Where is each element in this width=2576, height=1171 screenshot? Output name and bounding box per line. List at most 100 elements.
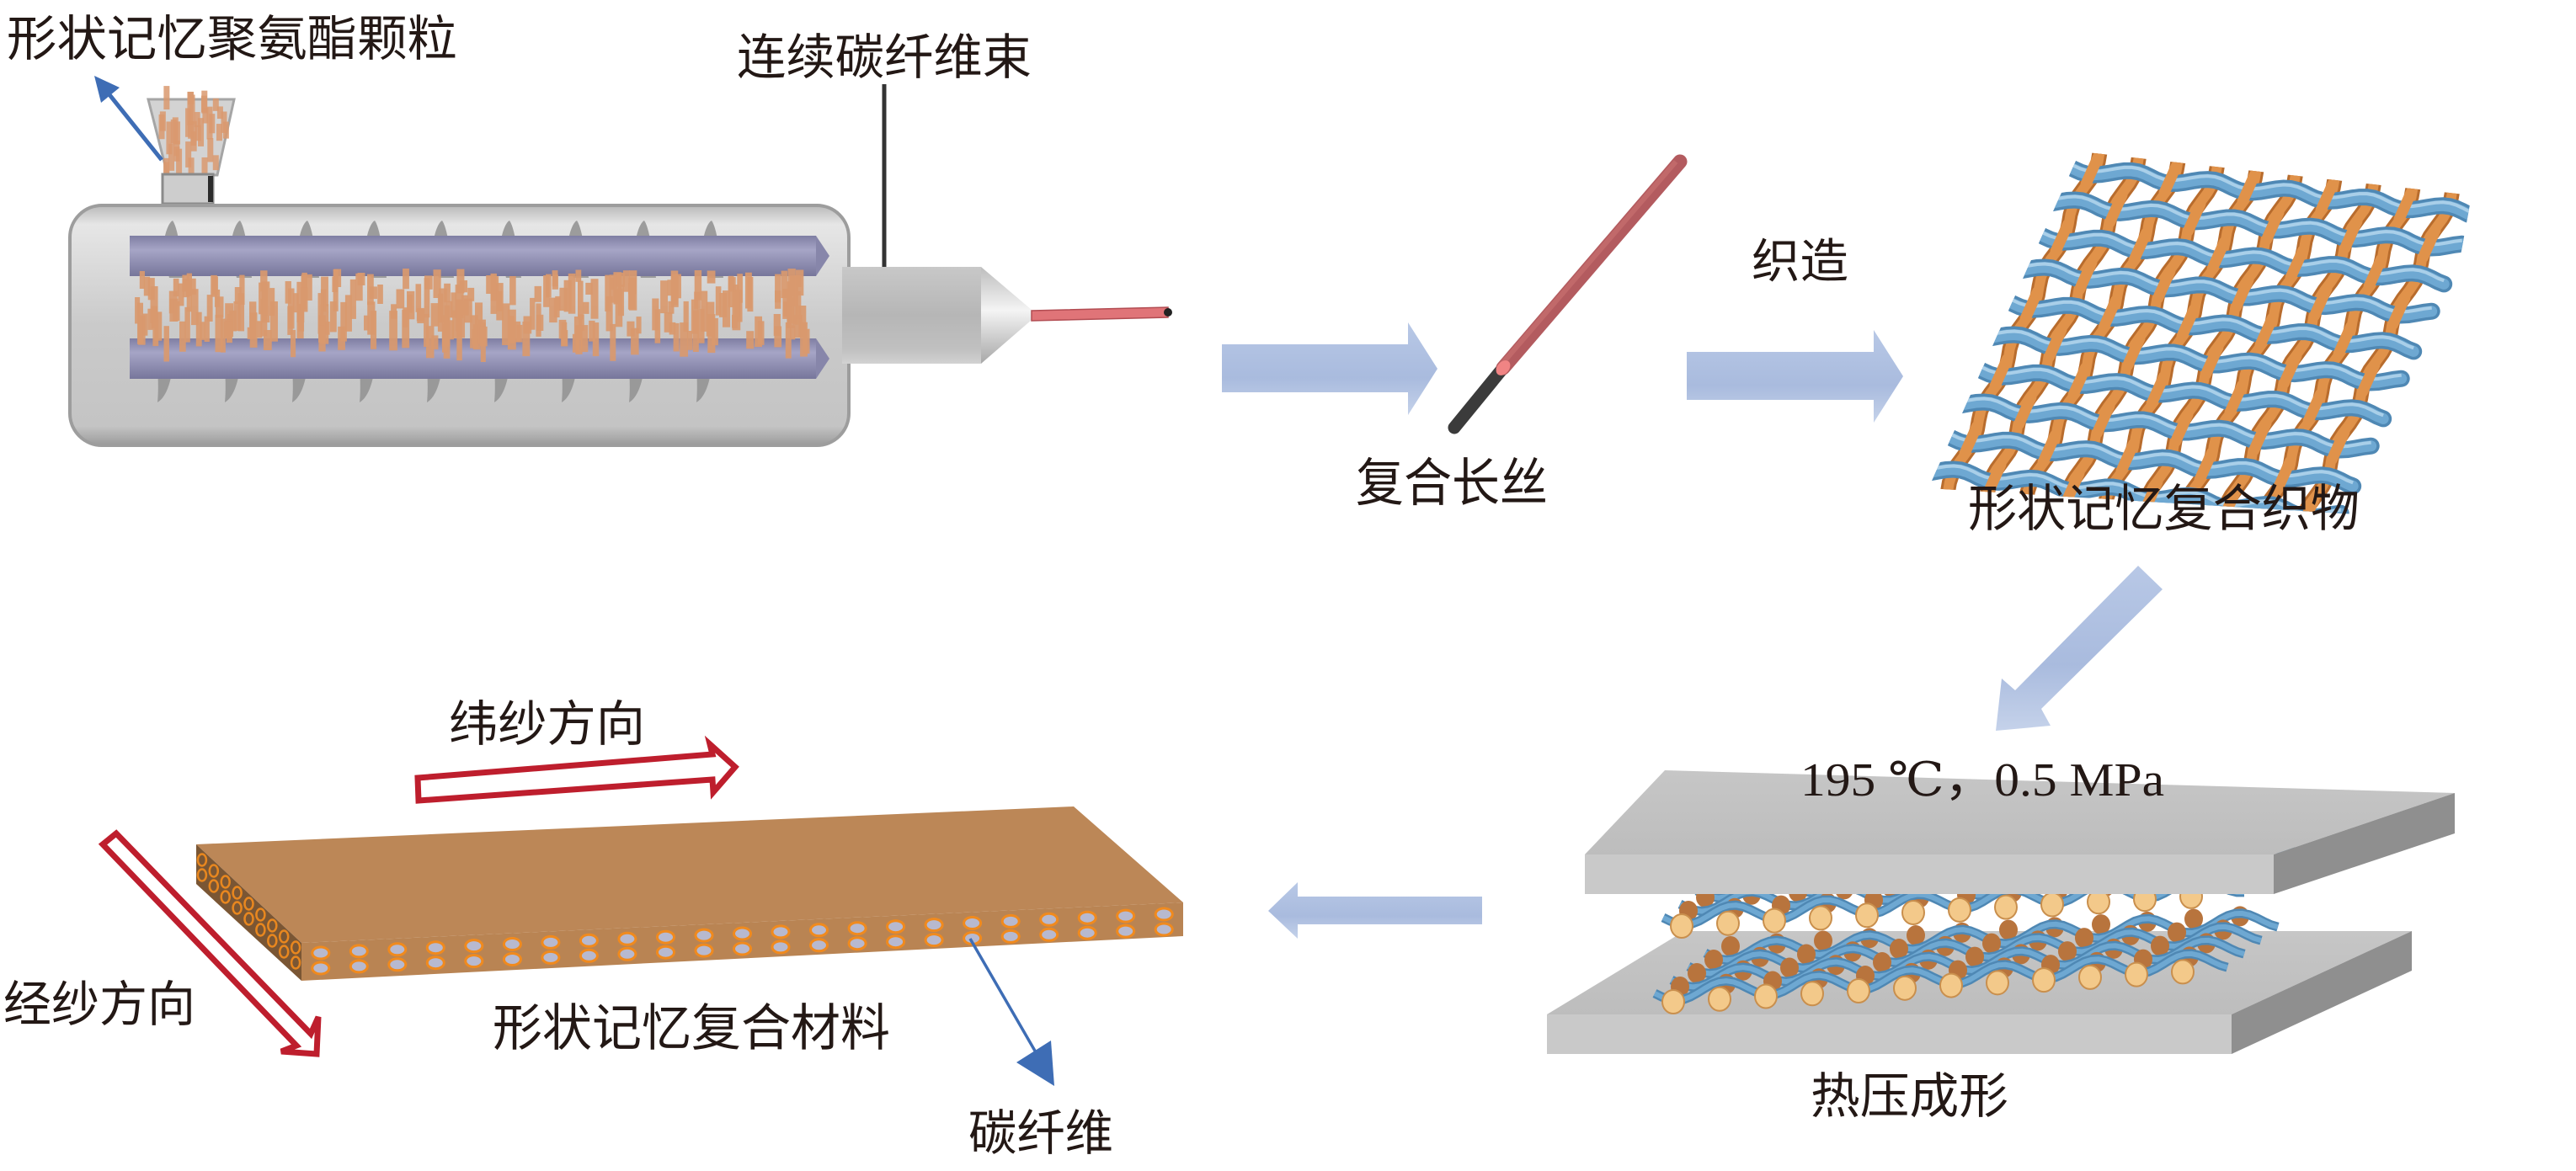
warp-yarn-end	[1901, 900, 1925, 926]
warp-crossing	[2044, 324, 2067, 363]
warp-yarn-end	[1847, 978, 1870, 1004]
carbon-fiber-section	[208, 864, 220, 878]
woven-fabric	[1928, 152, 2472, 518]
warp-crossing	[2339, 216, 2363, 254]
pellet	[188, 157, 195, 183]
warp-crossing	[2393, 186, 2417, 225]
pellet	[683, 301, 689, 332]
carbon-fiber-section	[617, 931, 637, 946]
warp-crossing	[2302, 388, 2326, 427]
warp-crossing	[2231, 274, 2254, 313]
pellet	[323, 322, 330, 335]
warp-yarn-end	[1939, 972, 1963, 998]
pellet	[590, 279, 599, 319]
warp-yarn-end	[2125, 961, 2148, 987]
pellet	[143, 276, 151, 296]
pellet	[509, 276, 516, 306]
pellet	[785, 322, 792, 359]
pellet	[166, 121, 173, 155]
carbon-fiber-section	[290, 940, 301, 955]
carbon-fiber-section	[1154, 922, 1174, 937]
warp-crossing	[2104, 189, 2128, 228]
warp-yarn-end	[1982, 933, 2001, 954]
carbon-fiber-section	[464, 954, 484, 969]
pellet	[195, 311, 202, 347]
pellet	[585, 282, 593, 295]
pellet	[269, 301, 278, 342]
pellet	[687, 331, 693, 350]
composite-filament	[1448, 154, 1688, 434]
pellet	[296, 310, 304, 339]
pellet	[543, 275, 550, 307]
pellet	[176, 148, 183, 179]
die-cone	[981, 267, 1032, 364]
pellet	[667, 279, 673, 296]
pellet	[441, 315, 451, 347]
pellet	[790, 325, 796, 340]
carbon-fiber-section	[541, 950, 561, 965]
warp-crossing	[2387, 291, 2411, 330]
pellet	[680, 322, 689, 357]
pellet	[333, 269, 342, 287]
pellet	[522, 322, 531, 357]
warp-crossing	[2158, 160, 2182, 199]
pellet	[534, 285, 541, 302]
carbon-fiber-section	[771, 939, 791, 955]
pellet-label: 形状记忆聚氨酯颗粒	[7, 10, 457, 67]
carbon-fiber-section	[349, 959, 369, 974]
pellet	[233, 301, 241, 331]
flow-arrow-filament-to-fabric	[1687, 330, 1903, 423]
warp-yarn-end	[1704, 950, 1723, 970]
pellet	[733, 291, 740, 317]
pellet	[403, 269, 409, 290]
warp-yarn-end	[1893, 975, 1917, 1001]
pellet	[329, 301, 337, 333]
pellet	[179, 321, 186, 352]
flow-arrow-press-to-composite	[1268, 882, 1482, 939]
pellet	[437, 293, 444, 332]
carbon-fiber-section	[809, 938, 829, 953]
warp-crossing	[2098, 295, 2121, 333]
carbon-fiber-section	[847, 921, 867, 936]
weft-direction-label: 纬纱方向	[449, 695, 645, 753]
carbon-fiber-section	[464, 939, 484, 954]
pellet	[444, 283, 451, 303]
carbon-fiber-section	[502, 952, 522, 966]
pellet	[257, 321, 263, 338]
carbon-fiber-section	[579, 948, 599, 963]
warp-crossing	[2237, 168, 2260, 207]
weft-direction-arrow	[414, 735, 739, 804]
pellet-melt	[135, 269, 810, 362]
pellet	[349, 279, 356, 319]
carbon-fiber-section	[541, 934, 561, 950]
carbon-fiber-section	[196, 853, 208, 867]
warp-crossing	[2272, 455, 2296, 494]
pellet	[198, 118, 205, 146]
pellet	[516, 324, 523, 343]
pellet	[200, 322, 205, 340]
pellet	[787, 269, 796, 306]
pellet	[340, 301, 347, 342]
pellet	[285, 281, 291, 304]
pellet	[300, 287, 308, 312]
carbon-fiber-section	[924, 918, 944, 933]
pellet	[206, 295, 213, 322]
carbon-fiber-section	[1000, 913, 1021, 929]
pellet	[184, 306, 190, 343]
pellet	[575, 325, 583, 354]
pellet	[287, 288, 295, 329]
warp-crossing	[2206, 236, 2230, 274]
upper-screw	[130, 236, 816, 276]
warp-yarn-end	[2032, 967, 2056, 993]
fabric-label: 形状记忆复合织物	[1968, 480, 2360, 539]
pellet	[589, 320, 595, 342]
composite-label: 形状记忆复合材料	[493, 999, 890, 1058]
pellet	[592, 322, 600, 357]
warp-yarn-end	[1797, 944, 1816, 965]
warp-yarn-end	[1999, 919, 2018, 940]
carbon-fiber-section	[1077, 925, 1097, 940]
pellet	[652, 298, 659, 331]
pellet	[415, 284, 422, 312]
carbon-fiber-section	[311, 945, 331, 961]
